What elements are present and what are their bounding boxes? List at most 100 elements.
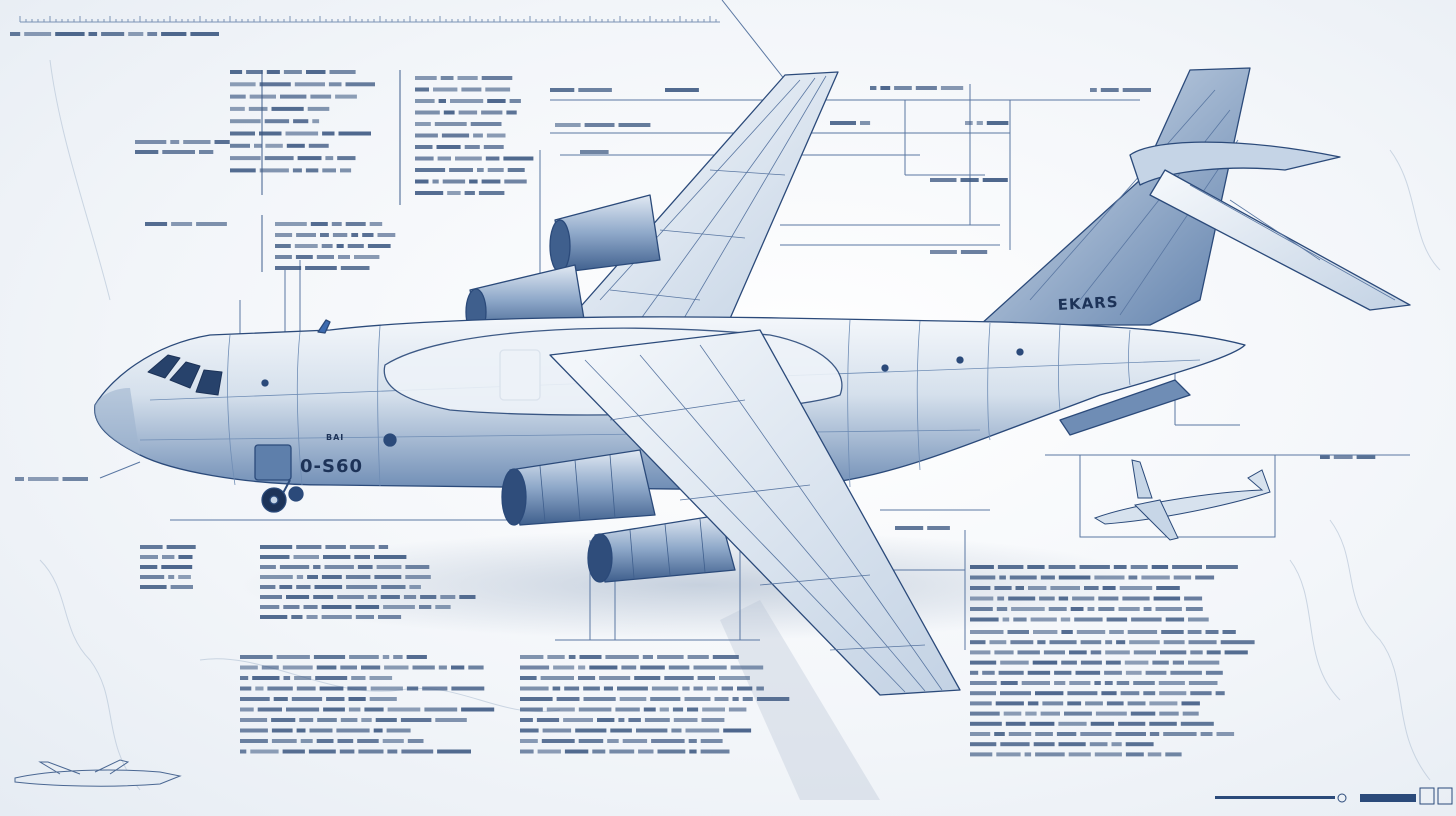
annotation-glyph-run — [271, 728, 293, 733]
annotation-glyph-run — [422, 686, 448, 691]
annotation-glyph-run — [1125, 670, 1142, 675]
annotation-glyph-run — [310, 94, 332, 99]
annotation-glyph-run — [507, 168, 525, 172]
lower-engine-outer — [587, 514, 736, 583]
annotation-glyph-run — [382, 739, 404, 743]
annotation-glyph-run — [347, 686, 367, 691]
annotation-glyph-run — [994, 586, 1012, 590]
annotation-glyph-run — [383, 605, 415, 609]
annotation-glyph-run — [438, 99, 446, 103]
annotation-glyph-run — [412, 665, 435, 670]
annotation-glyph-run — [424, 707, 458, 712]
annotation-glyph-run — [1111, 742, 1122, 747]
annotation-glyph-run — [486, 133, 506, 138]
annotation-glyph-run — [520, 676, 537, 680]
annotation-glyph-run — [1188, 681, 1218, 685]
annotation-glyph-run — [319, 686, 344, 691]
annotation-glyph-run — [415, 99, 435, 103]
annotation-glyph-run — [354, 255, 380, 259]
annotation-glyph-run — [542, 728, 572, 733]
annotation-glyph-run — [960, 178, 979, 182]
annotation-glyph-run — [1058, 742, 1086, 747]
annotation-glyph-run — [1205, 670, 1223, 675]
annotation-glyph-run — [293, 555, 319, 559]
annotation-glyph-run — [550, 88, 575, 92]
annotation-glyph-run — [314, 585, 343, 589]
annotation-glyph-run — [1128, 575, 1138, 580]
annotation-glyph-run — [1050, 586, 1080, 590]
annotation-glyph-run — [380, 595, 400, 599]
annotation-glyph-run — [369, 697, 397, 701]
annotation-glyph-run — [335, 94, 357, 99]
annotation-glyph-run — [415, 168, 446, 172]
annotation-glyph-run — [415, 133, 438, 138]
annotation-glyph-run — [1206, 650, 1221, 655]
annotation-glyph-run — [880, 86, 891, 90]
annotation-glyph-run — [145, 222, 168, 226]
annotation-glyph-run — [615, 707, 640, 712]
annotation-glyph-run — [643, 707, 656, 712]
cockpit-windows — [147, 354, 223, 396]
annotation-glyph-run — [1090, 88, 1097, 92]
annotation-glyph-run — [1149, 721, 1177, 726]
annotation-glyph-run — [178, 575, 191, 579]
annotation-glyph-run — [673, 718, 698, 722]
annotation-glyph-run — [970, 752, 993, 757]
annotation-glyph-run — [351, 676, 366, 680]
annotation-glyph-run — [1056, 732, 1077, 736]
annotation-glyph-run — [1094, 752, 1122, 757]
annotation-glyph-run — [1067, 691, 1098, 696]
annotation-glyph-run — [1122, 88, 1151, 92]
annotation-glyph-run — [970, 586, 991, 590]
annotation-glyph-run — [989, 640, 1007, 645]
annotation-glyph-run — [282, 749, 305, 754]
annotation-glyph-run — [1017, 650, 1040, 655]
annotation-glyph-run — [1007, 630, 1029, 634]
annotation-glyph-run — [306, 70, 326, 74]
stabilizer-right — [1149, 169, 1411, 311]
annotation-glyph-run — [1172, 565, 1202, 569]
annotation-glyph-run — [473, 133, 483, 138]
annotation-glyph-run — [386, 728, 411, 733]
annotation-glyph-run — [240, 665, 258, 670]
annotation-glyph-run — [406, 655, 427, 659]
annotation-glyph-run — [317, 718, 337, 722]
annotation-glyph-run — [297, 156, 322, 161]
annotation-glyph-run — [1184, 596, 1203, 601]
annotation-glyph-run — [458, 110, 478, 115]
annotation-glyph-run — [1333, 455, 1353, 459]
annotation-glyph-run — [520, 665, 550, 670]
annotation-glyph-run — [321, 615, 352, 619]
annotation-glyph-run — [1054, 670, 1072, 675]
annotation-glyph-run — [578, 676, 596, 680]
annotation-glyph-run — [970, 742, 997, 747]
annotation-glyph-run — [1124, 660, 1149, 665]
annotation-glyph-run — [291, 615, 303, 619]
annotation-glyph-run — [259, 168, 289, 173]
annotation-glyph-run — [1003, 711, 1022, 716]
annotation-glyph-run — [970, 732, 991, 736]
annotation-glyph-run — [326, 697, 345, 701]
annotation-glyph-run — [135, 140, 167, 144]
annotation-glyph-run — [170, 140, 180, 144]
annotation-glyph-run — [1079, 565, 1110, 569]
annotation-glyph-run — [409, 585, 421, 589]
annotation-glyph-run — [687, 707, 699, 712]
fuselage-marking: 0-S60 — [300, 456, 363, 477]
annotation-glyph-run — [1206, 565, 1238, 569]
annotation-glyph-run — [321, 244, 333, 248]
annotation-glyph-run — [1163, 732, 1197, 736]
annotation-glyph-run — [260, 565, 276, 569]
annotation-glyph-run — [435, 718, 467, 722]
annotation-glyph-run — [1170, 670, 1202, 675]
annotation-glyph-run — [1058, 575, 1091, 580]
annotation-glyph-run — [485, 87, 511, 92]
annotation-glyph-run — [307, 106, 330, 111]
annotation-glyph-run — [520, 697, 553, 701]
annotation-glyph-run — [659, 707, 669, 712]
annotation-glyph-run — [196, 222, 227, 226]
annotation-glyph-run — [737, 686, 753, 691]
annotation-glyph-run — [609, 749, 635, 754]
annotation-glyph-run — [307, 575, 318, 579]
annotation-glyph-run — [240, 655, 273, 659]
